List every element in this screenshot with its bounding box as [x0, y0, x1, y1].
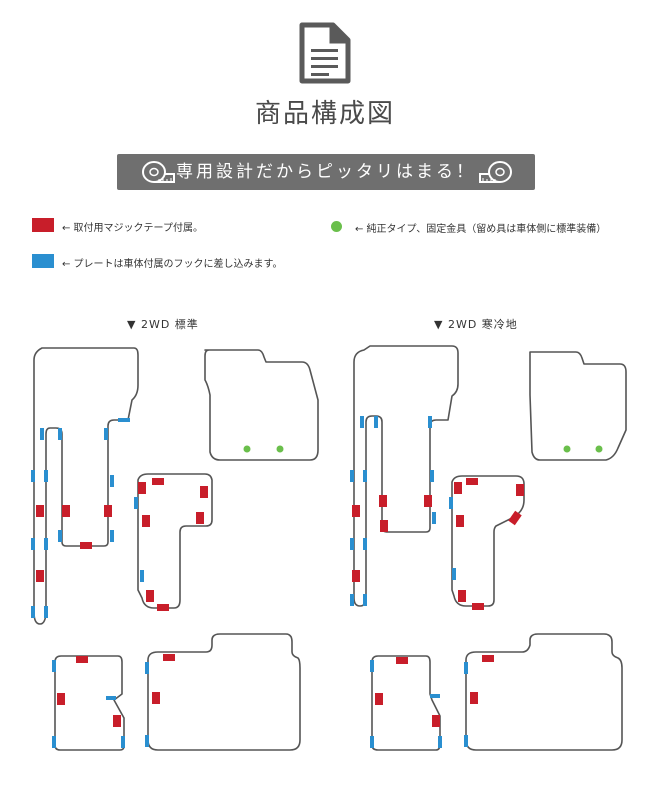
mat-center-outline — [451, 475, 525, 607]
mat-driver-outline — [353, 345, 459, 607]
section-label-cold: ▼ 2WD 寒冷地 — [434, 318, 518, 331]
tape-measure-icon — [142, 161, 175, 183]
hook-plates — [31, 416, 468, 748]
banner-text: 専用設計だからピッタリはまる！ — [176, 162, 476, 182]
legend-blue-text: ← プレートは車体付属のフックに差し込みます。 — [62, 259, 283, 270]
fixing-clips — [243, 445, 603, 453]
mat-center-outline — [137, 473, 213, 609]
tape-measure-icon — [479, 161, 512, 183]
mat-rear-left-outline — [54, 655, 125, 751]
legend-red-swatch — [32, 218, 54, 232]
mat-rear-left-outline — [371, 655, 441, 751]
mat-rear-right-outline — [147, 633, 301, 751]
mat-rear-right-outline — [465, 633, 623, 751]
mat-passenger-outline — [204, 349, 319, 461]
legend-green-dot — [331, 221, 342, 232]
section-label-standard: ▼ 2WD 標準 — [127, 318, 199, 331]
banner: 専用設計だからピッタリはまる！ — [117, 154, 535, 190]
mat-driver-outline — [33, 347, 139, 625]
mat-passenger-outline — [529, 351, 627, 461]
page-title: 商品構成図 — [254, 99, 395, 129]
legend-red-text: ← 取付用マジックテープ付属。 — [62, 223, 203, 234]
velcro-tabs — [36, 478, 524, 727]
legend-blue-swatch — [32, 254, 54, 268]
legend-green-text: ← 純正タイプ、固定金具（留め具は車体側に標準装備） — [355, 224, 607, 235]
document-icon — [299, 22, 351, 84]
